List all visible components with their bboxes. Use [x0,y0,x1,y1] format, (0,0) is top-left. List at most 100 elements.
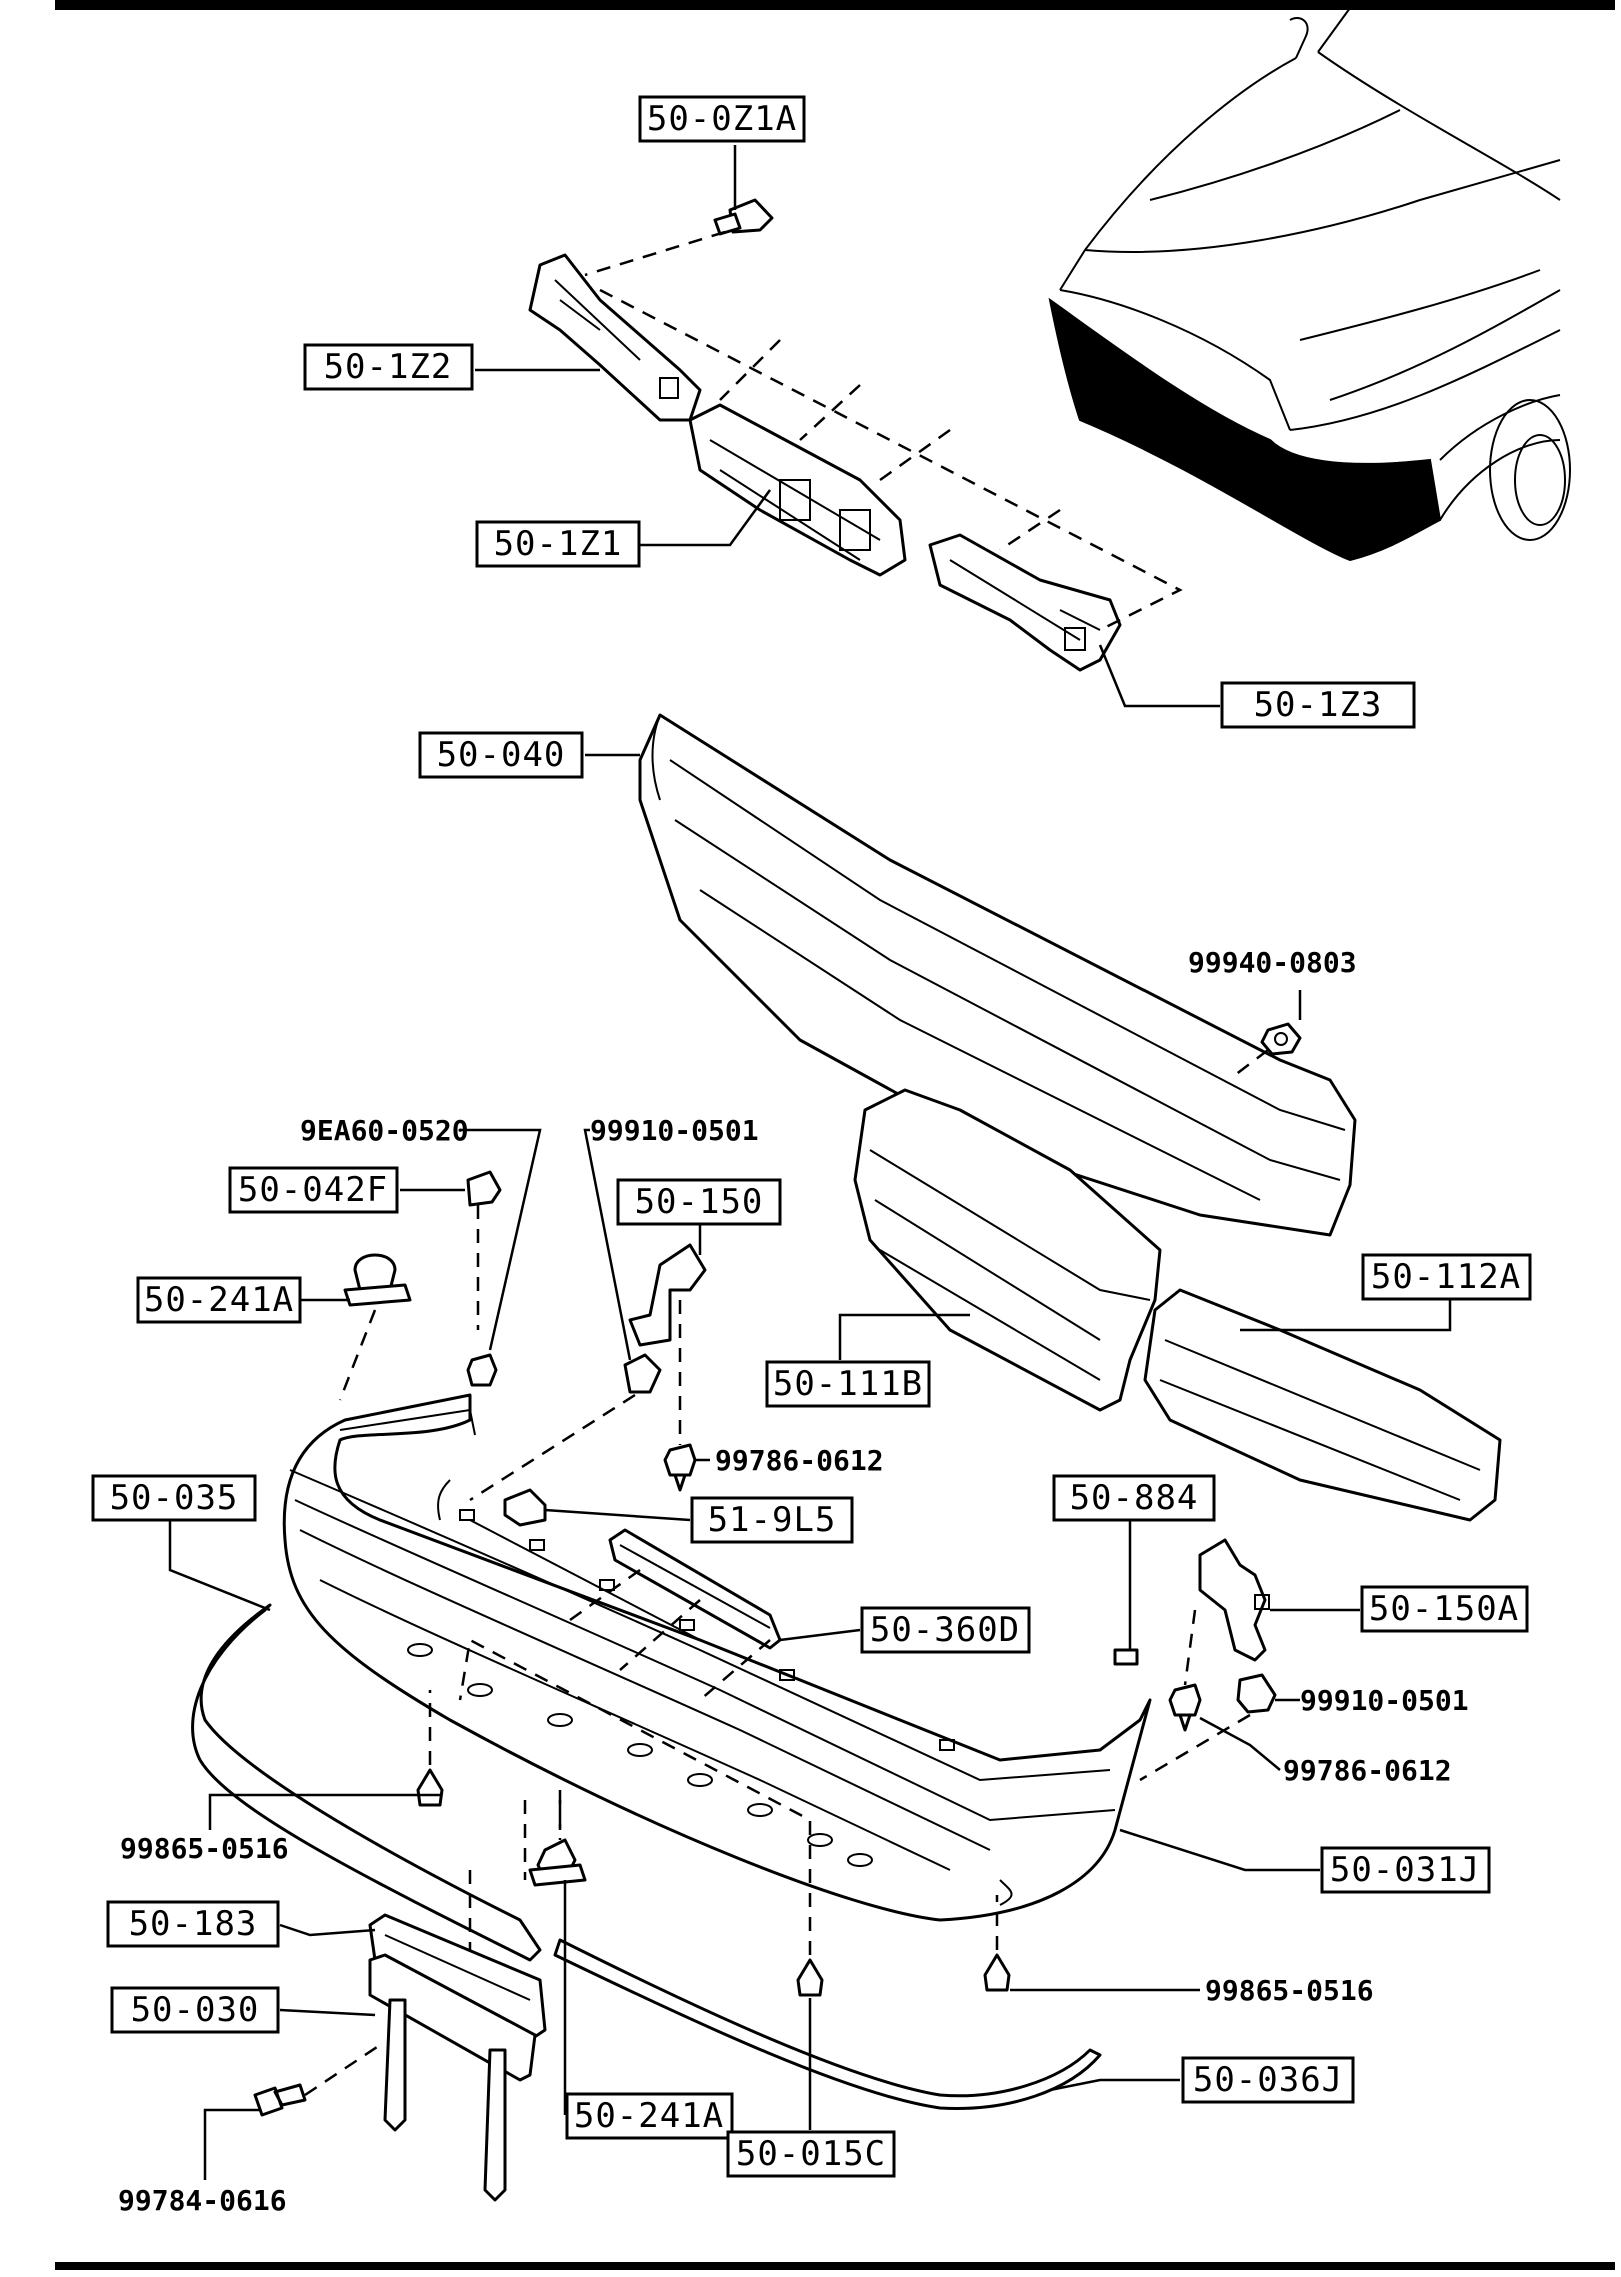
label-50-036J: 50-036J [1181,2056,1355,2104]
label-text-50-884: 50-884 [1070,1478,1199,1518]
dash-99784 [304,2043,381,2097]
label-51-9L5: 51-9L5 [690,1496,854,1544]
reinforcement-50-040 [638,713,1357,1237]
label-99865-0516-left: 99865-0516 [120,1832,289,1865]
screw-99786-0612-mid [663,1443,697,1492]
label-text-50-183: 50-183 [129,1904,258,1944]
label-text-50-030: 50-030 [131,1990,260,2030]
dash-lip-left [468,1800,527,1950]
label-50-183: 50-183 [106,1900,280,1948]
label-text-50-360D: 50-360D [870,1610,1020,1650]
label-50-1Z1: 50-1Z1 [475,520,641,568]
label-50-0Z1A: 50-0Z1A [638,95,806,143]
bracket-51-9L5 [503,1488,547,1527]
label-text-50-150A: 50-150A [1369,1589,1519,1629]
label-50-1Z2: 50-1Z2 [303,343,474,391]
label-99784-0616: 99784-0616 [118,2184,287,2217]
label-text-50-241A-top: 50-241A [144,1280,294,1320]
label-text-50-031J: 50-031J [1330,1850,1480,1890]
dash-cross-3 [879,428,951,482]
stay-50-150A [1198,1538,1270,1662]
fastener-50-241A-top [343,1253,412,1307]
spoiler-50-035 [191,1603,542,1962]
clip-99910-0501-right [1236,1673,1277,1714]
label-text-50-036J: 50-036J [1193,2060,1343,2100]
bolt-50-0Z1A [713,198,774,236]
bumper-cover-50-031J [282,1393,1152,1922]
dash-top-line [599,288,1183,632]
label-50-015C: 50-015C [726,2130,896,2178]
boxed-labels: 50-0Z1A 50-1Z2 50-1Z1 50-1Z3 50-040 50-0… [91,95,1532,2178]
label-99910-0501-top: 99910-0501 [590,1114,759,1147]
label-text-50-150: 50-150 [635,1182,764,1222]
label-50-1Z3: 50-1Z3 [1220,681,1416,729]
bottom-rule [55,2262,1615,2270]
label-50-030: 50-030 [110,1986,280,2034]
stay-50-150 [628,1243,707,1347]
label-50-241A-top: 50-241A [136,1276,302,1324]
label-99786-0612-mid: 99786-0612 [715,1444,884,1477]
dash-cross-4 [999,508,1061,552]
label-50-241A-bottom: 50-241A [565,2092,734,2140]
label-text-50-015C: 50-015C [736,2134,886,2174]
label-50-035: 50-035 [91,1474,257,1522]
bracket-50-1Z1 [688,403,907,577]
car-front-illustration [1048,7,1571,562]
clip-99910-0501-mid [623,1353,662,1394]
plain-labels: 99940-0803 9EA60-0520 99910-0501 99786-0… [118,946,1469,2217]
bolt-99784-0616 [253,2083,307,2117]
screw-99865-0516-left [416,1768,444,1807]
dash-clip-mid [469,1393,636,1502]
dash-0Z1A-to-1Z2 [584,230,726,277]
label-text-50-042F: 50-042F [238,1170,388,1210]
label-text-50-0Z1A: 50-0Z1A [647,99,797,139]
dash-150A [1183,1609,1197,1686]
label-text-50-1Z3: 50-1Z3 [1254,685,1383,725]
screw-99865-0516-right [983,1953,1011,1992]
label-9EA60-0520: 9EA60-0520 [300,1114,469,1147]
dash-cross-2 [799,384,861,441]
label-50-042F: 50-042F [228,1166,399,1214]
leader-lines [168,145,1452,2180]
dash-clip-right [1139,1713,1251,1782]
label-50-360D: 50-360D [860,1606,1031,1654]
clip-50-042F [466,1170,502,1207]
label-text-50-111B: 50-111B [773,1364,923,1404]
label-50-112A: 50-112A [1361,1253,1532,1301]
label-text-50-035: 50-035 [110,1478,239,1518]
dash-360D [569,1568,771,1701]
label-text-50-112A: 50-112A [1371,1257,1521,1297]
label-99940-0803: 99940-0803 [1188,946,1357,979]
label-99865-0516-right: 99865-0516 [1205,1974,1374,2007]
nut-99940-0803 [1260,1022,1302,1056]
absorber-50-112A [1143,1288,1502,1522]
label-text-50-040: 50-040 [437,735,566,775]
label-text-50-241A-bottom: 50-241A [574,2096,724,2136]
label-50-031J: 50-031J [1320,1846,1491,1894]
label-50-040: 50-040 [418,731,584,779]
plate-bracket-50-030 [368,1953,537,2202]
absorber-50-111B [853,1088,1162,1412]
label-99910-0501-right: 99910-0501 [1300,1684,1469,1717]
screw-99786-0612-right [1168,1683,1202,1732]
strip-50-884 [1113,1648,1139,1666]
top-rule [55,0,1615,10]
screw-9EA60-0520 [466,1353,498,1387]
label-text-50-1Z2: 50-1Z2 [324,347,453,387]
bracket-50-1Z3 [928,533,1122,672]
label-50-150A: 50-150A [1360,1585,1529,1633]
dash-nut [1234,1049,1269,1076]
fastener-50-241A-bottom [528,1838,587,1887]
label-50-111B: 50-111B [765,1360,931,1408]
label-text-50-1Z1: 50-1Z1 [494,524,623,564]
bracket-50-1Z2 [528,253,702,422]
dash-241A-top [338,1309,377,1401]
trim-50-036J [553,1938,1102,2110]
label-99786-0612-right: 99786-0612 [1283,1754,1452,1787]
label-50-150: 50-150 [616,1178,782,1226]
label-50-884: 50-884 [1052,1474,1216,1522]
dash-cross-1 [719,339,781,401]
label-text-51-9L5: 51-9L5 [708,1500,837,1540]
screw-50-015C [796,1958,824,1997]
